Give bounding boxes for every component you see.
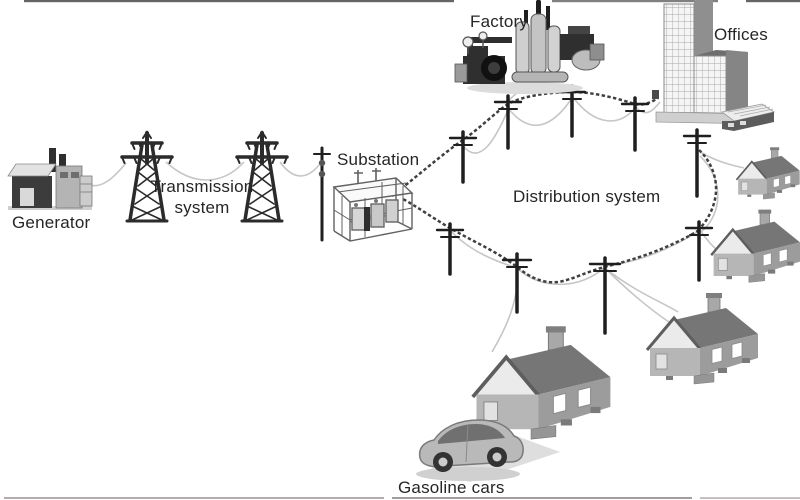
substation-illustration [332,168,414,242]
substation-label: Substation [337,150,420,169]
house-small [735,146,800,201]
pole [435,222,465,276]
factory-illustration [454,0,605,94]
house-large [645,291,760,386]
gasoline-cars-label: Gasoline cars [398,478,505,497]
factory-label: Factory [470,12,529,31]
utility-poles [313,84,714,335]
house-medium [710,208,800,284]
top-border [24,0,800,3]
substation-pole [313,146,331,242]
low-building [721,103,775,131]
pole [493,94,523,150]
pole [684,220,714,282]
power-wires [85,87,745,353]
pole [588,256,622,335]
offices-illustration [652,0,775,131]
pole [682,128,712,198]
offices-label: Offices [714,25,768,44]
bottom-border [4,497,800,499]
transmission-system-label: Transmission system [150,177,254,217]
generator-label: Generator [12,213,91,232]
car-illustration [416,419,524,481]
pole [448,130,478,184]
pole [501,252,533,314]
generator-illustration [7,148,93,210]
pole [620,96,650,152]
distribution-system-label: Distribution system [513,187,661,206]
